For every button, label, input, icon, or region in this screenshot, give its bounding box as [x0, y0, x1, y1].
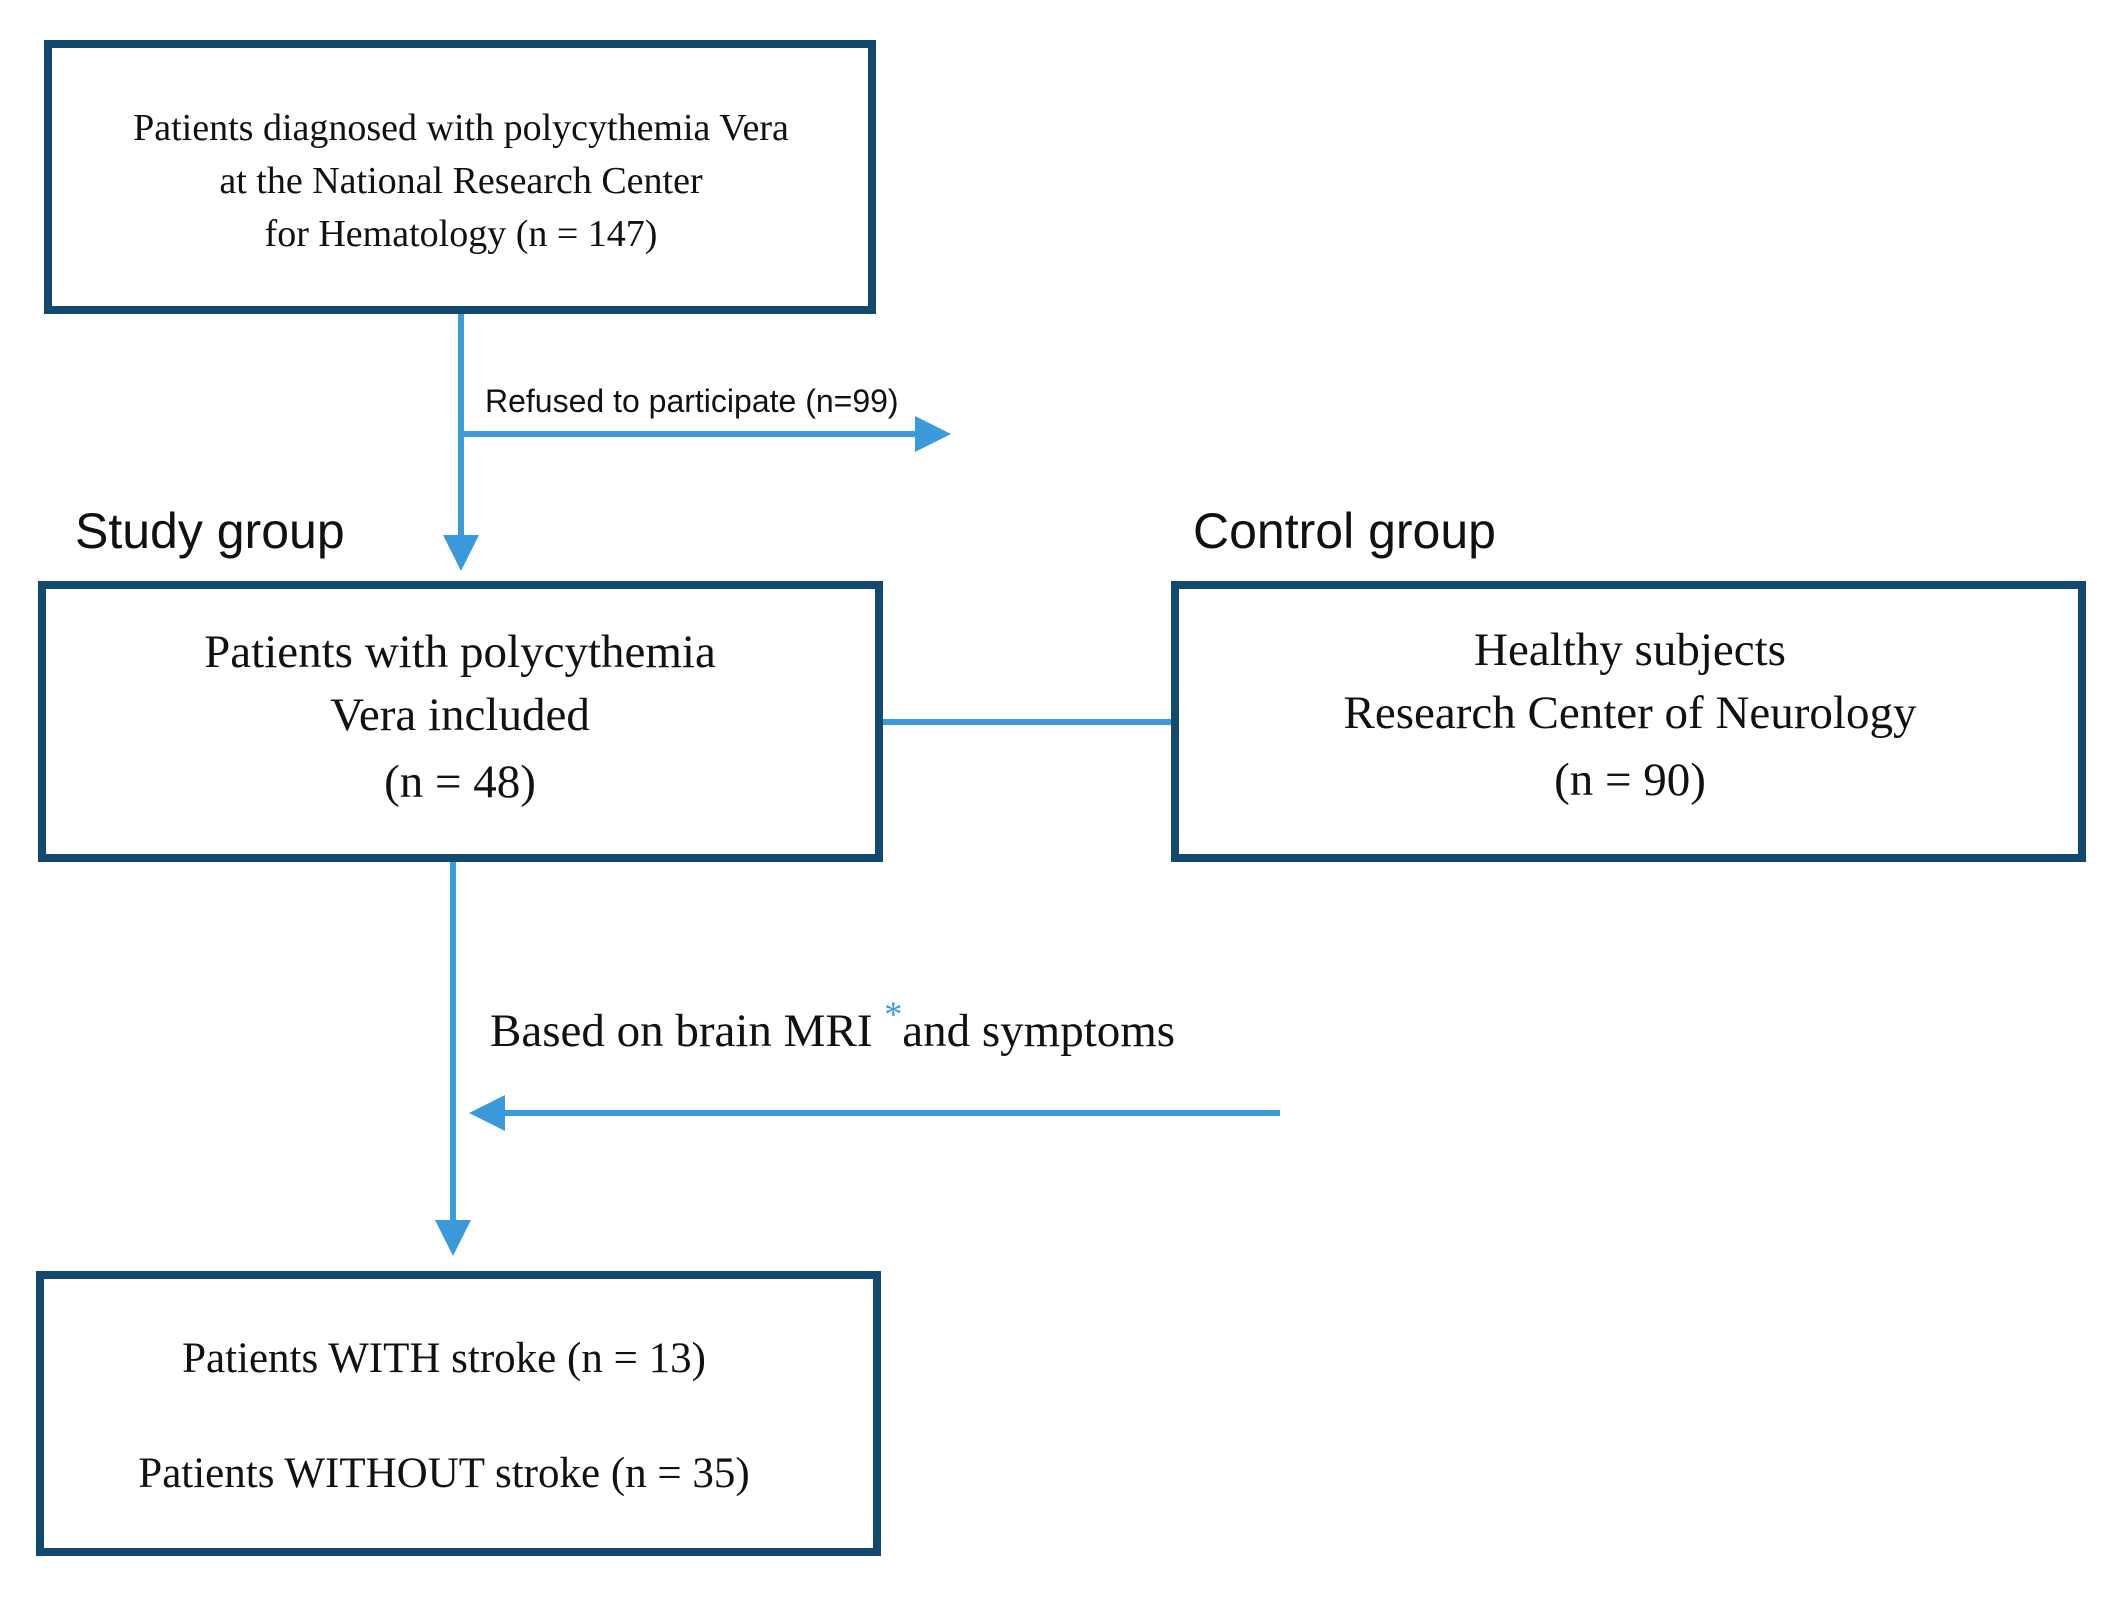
label-criteria-start: Based on brain MRI: [490, 1005, 884, 1057]
label-control-group: Control group: [1193, 503, 1496, 559]
box-control-line-1: Healthy subjects: [1474, 624, 1786, 676]
box-control: Healthy subjects Research Center of Neur…: [1171, 581, 2086, 862]
box-diagnosed-line-2: at the National Research Center: [219, 160, 703, 202]
box-outcome: Patients WITH stroke (n = 13) Patients W…: [36, 1271, 881, 1556]
box-included-line-3: (n = 48): [384, 756, 536, 808]
box-outcome-line-2: Patients WITHOUT stroke (n = 35): [138, 1450, 749, 1497]
box-included-line-1: Patients with polycythemia: [204, 626, 716, 678]
box-included: Patients with polycythemia Vera included…: [38, 581, 883, 862]
box-control-line-3: (n = 90): [1554, 754, 1706, 806]
label-refused: Refused to participate (n=99): [485, 383, 899, 419]
label-criteria: Based on brain MRI *and symptoms: [490, 994, 1175, 1057]
label-study-group: Study group: [75, 503, 345, 559]
box-control-line-2: Research Center of Neurology: [1344, 687, 1917, 739]
asterisk-mark: *: [884, 994, 902, 1034]
box-diagnosed: Patients diagnosed with polycythemia Ver…: [44, 40, 876, 314]
box-diagnosed-line-1: Patients diagnosed with polycythemia Ver…: [133, 107, 789, 149]
label-criteria-end: and symptoms: [902, 1005, 1175, 1057]
box-included-line-2: Vera included: [330, 689, 590, 741]
box-outcome-line-1: Patients WITH stroke (n = 13): [182, 1335, 706, 1382]
box-diagnosed-line-3: for Hematology (n = 147): [265, 213, 658, 255]
